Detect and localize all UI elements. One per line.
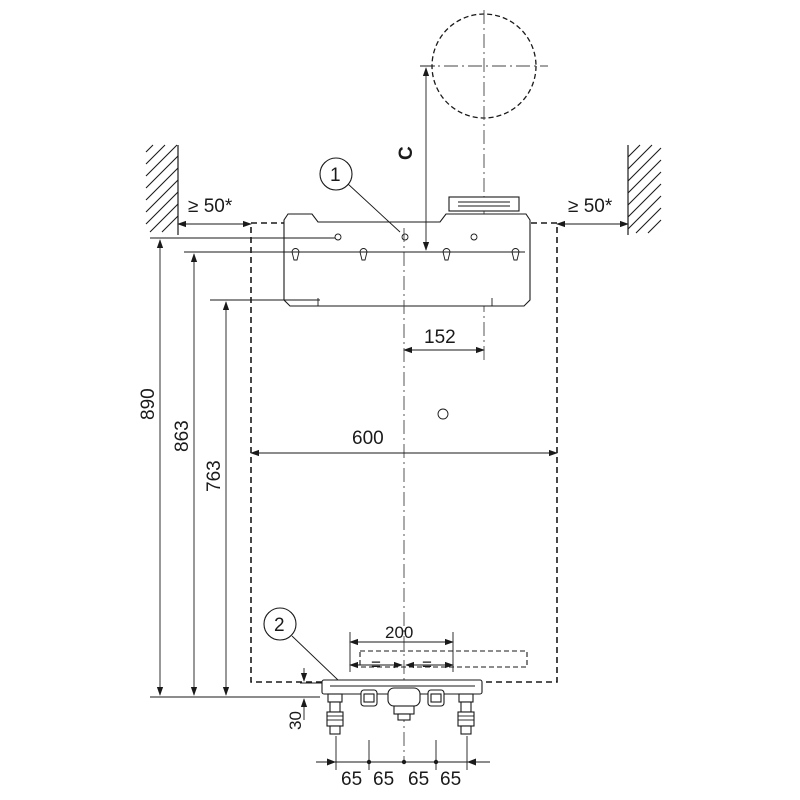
- valve-outer-left: [326, 693, 344, 735]
- callout-1: 1: [319, 157, 401, 233]
- valve-inner-left: [360, 689, 378, 707]
- dimension-65-label-3: 65: [408, 769, 429, 790]
- equal-mark-2: =: [422, 655, 432, 674]
- dimension-30-label: 30: [286, 711, 305, 730]
- dimension-65-label-2: 65: [373, 769, 394, 790]
- dimension-200-label: 200: [385, 623, 413, 642]
- flue-outlet-circle: [420, 10, 548, 360]
- clearance-left-dimension: ≥ 50*: [177, 196, 252, 228]
- clearance-right-dimension: ≥ 50*: [556, 196, 629, 228]
- dimension-30: 30: [286, 668, 322, 730]
- callout-1-label: 1: [330, 165, 341, 186]
- right-wall: [627, 144, 662, 235]
- dimension-65-label-4: 65: [440, 769, 461, 790]
- valve-inner-right: [427, 689, 445, 707]
- dimension-152: 152: [403, 327, 485, 354]
- dimension-152-label: 152: [424, 327, 456, 348]
- left-wall: [145, 144, 179, 235]
- dimension-65-label-1: 65: [341, 769, 362, 790]
- dimension-763-label: 763: [204, 460, 225, 492]
- valve-centre: [387, 687, 421, 721]
- dimension-863: 863: [172, 251, 525, 696]
- callout-2: 2: [263, 607, 339, 681]
- equal-spacing-dimension: = =: [349, 655, 454, 674]
- dimension-763: 763: [204, 299, 320, 696]
- callout-2-label: 2: [274, 615, 285, 636]
- valve-outer-right: [457, 693, 475, 735]
- connection-rail: [359, 650, 528, 668]
- mounting-bracket: [283, 213, 531, 307]
- clearance-left-label: ≥ 50*: [188, 196, 233, 217]
- dimension-863-label: 863: [172, 420, 193, 452]
- dimension-65-chain: 65 65 65 65: [316, 736, 490, 790]
- flue-spigot: [448, 196, 520, 212]
- boiler-reference-point: [437, 408, 449, 420]
- dimension-890: 890: [138, 237, 335, 698]
- dimension-600: 600: [250, 428, 558, 457]
- equal-mark-1: =: [371, 655, 381, 674]
- dimension-890-label: 890: [138, 388, 159, 420]
- dimension-200: 200: [349, 623, 454, 672]
- dimension-c-label: C: [396, 146, 417, 160]
- dimension-600-label: 600: [352, 428, 384, 449]
- clearance-right-label: ≥ 50*: [568, 196, 613, 217]
